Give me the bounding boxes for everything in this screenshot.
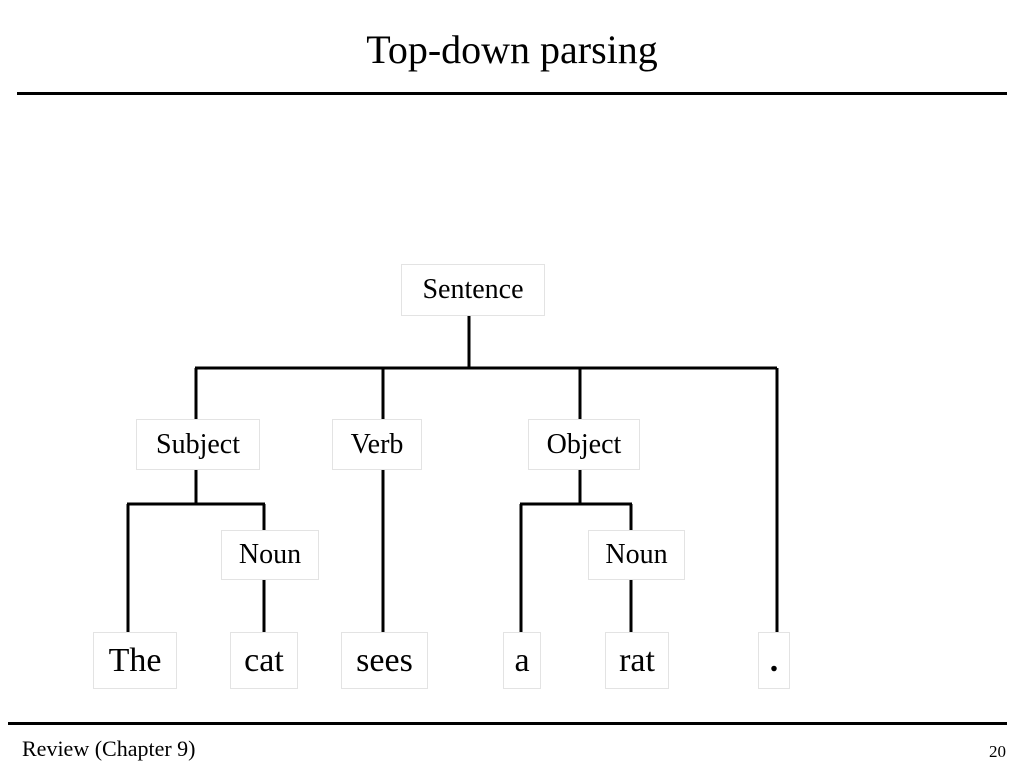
slide-title: Top-down parsing: [366, 27, 658, 72]
word-period: .: [758, 632, 790, 689]
node-verb: Verb: [332, 419, 422, 470]
word-rat: rat: [605, 632, 669, 689]
word-the: The: [93, 632, 177, 689]
node-object-noun: Noun: [588, 530, 685, 580]
node-subject: Subject: [136, 419, 260, 470]
node-sentence: Sentence: [401, 264, 545, 316]
node-subject-noun: Noun: [221, 530, 319, 580]
page-number: 20: [989, 742, 1006, 761]
title-divider: [17, 92, 1007, 95]
word-cat: cat: [230, 632, 298, 689]
word-sees: sees: [341, 632, 428, 689]
footer-chapter: Review (Chapter 9): [22, 736, 196, 761]
footer-divider: [8, 722, 1007, 725]
word-a: a: [503, 632, 541, 689]
node-object: Object: [528, 419, 640, 470]
